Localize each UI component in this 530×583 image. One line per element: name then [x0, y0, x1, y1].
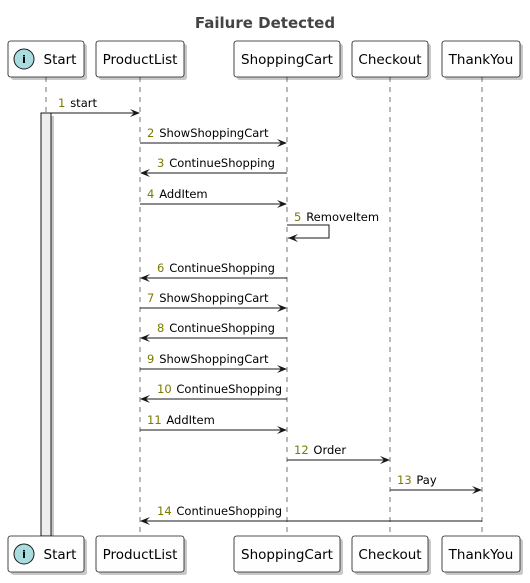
message-number: 5 — [294, 210, 301, 224]
arrowhead-icon — [380, 456, 390, 464]
message-10: 10 ContinueShopping — [140, 382, 287, 403]
message-label: AddItem — [166, 413, 214, 427]
message-13: 13 Pay — [390, 473, 482, 494]
message-label: Pay — [416, 473, 436, 487]
participant-thankyou-bottom: ThankYou — [441, 535, 521, 573]
message-number: 8 — [157, 321, 164, 335]
message-number: 2 — [147, 126, 154, 140]
message-12: 12 Order — [287, 443, 390, 464]
message-number: 11 — [147, 413, 162, 427]
message-label: ContinueShopping — [176, 382, 282, 396]
participant-label: ShoppingCart — [241, 547, 333, 563]
participant-checkout-top: Checkout — [351, 40, 429, 78]
message-1: 1 start — [51, 96, 140, 117]
participant-productlist-top: ProductList — [95, 40, 185, 78]
participant-box — [95, 40, 185, 78]
shadow-layer — [11, 44, 523, 575]
arrowhead-icon — [140, 517, 150, 525]
arrowhead-icon — [277, 304, 287, 312]
message-5: 5 RemoveItem — [287, 210, 379, 242]
activation-bars — [40, 112, 52, 537]
message-label: AddItem — [159, 187, 207, 201]
participant-productlist-bottom: ProductList — [95, 535, 185, 573]
message-8: 8 ContinueShopping — [140, 321, 287, 342]
message-14: 14 ContinueShopping — [140, 504, 482, 525]
message-9: 9 ShowShoppingCart — [140, 352, 287, 373]
message-label: ContinueShopping — [169, 156, 275, 170]
participant-label: Checkout — [358, 52, 421, 68]
message-number: 10 — [157, 382, 172, 396]
message-number: 13 — [397, 473, 412, 487]
participant-shoppingcart-top: ShoppingCart — [233, 40, 341, 78]
arrowhead-icon — [140, 169, 150, 177]
arrowhead-icon — [288, 234, 298, 242]
message-3: 3 ContinueShopping — [140, 156, 287, 177]
arrowhead-icon — [277, 139, 287, 147]
participant-shoppingcart-bottom: ShoppingCart — [233, 535, 341, 573]
message-number: 7 — [147, 291, 154, 305]
message-label: RemoveItem — [306, 210, 379, 224]
message-11: 11 AddItem — [140, 413, 287, 434]
message-label: Order — [313, 443, 346, 457]
message-label: ContinueShopping — [169, 321, 275, 335]
participant-label: ProductList — [103, 52, 178, 68]
message-number: 4 — [147, 187, 154, 201]
participant-checkout-bottom: Checkout — [351, 535, 429, 573]
participant-label: ShoppingCart — [241, 52, 333, 68]
participant-label: ThankYou — [448, 547, 514, 563]
participant-box — [441, 40, 521, 78]
message-label: ShowShoppingCart — [159, 291, 269, 305]
arrowhead-icon — [277, 200, 287, 208]
participant-start-top: i Start — [7, 40, 85, 78]
message-label: start — [70, 96, 97, 110]
participant-label: Checkout — [358, 547, 421, 563]
message-line — [287, 224, 330, 239]
arrowhead-icon — [130, 109, 140, 117]
message-6: 6 ContinueShopping — [140, 261, 287, 282]
participant-label: Start — [44, 52, 77, 68]
arrowhead-icon — [140, 334, 150, 342]
arrowhead-icon — [140, 395, 150, 403]
message-2: 2 ShowShoppingCart — [140, 126, 287, 147]
info-badge-icon — [13, 48, 35, 70]
participant-thankyou-top: ThankYou — [441, 40, 521, 78]
activation-bar-start — [40, 112, 52, 537]
participant-box — [351, 535, 429, 573]
message-number: 3 — [157, 156, 164, 170]
arrowhead-icon — [472, 486, 482, 494]
message-label: ContinueShopping — [169, 261, 275, 275]
participant-label: Start — [44, 547, 77, 563]
message-number: 14 — [157, 504, 172, 518]
arrowhead-icon — [140, 274, 150, 282]
message-label: ShowShoppingCart — [159, 126, 269, 140]
participant-box — [441, 535, 521, 573]
lifelines — [45, 77, 483, 536]
info-badge-icon — [13, 543, 35, 565]
message-number: 12 — [294, 443, 309, 457]
participant-box — [95, 535, 185, 573]
message-label: ContinueShopping — [176, 504, 282, 518]
arrowhead-icon — [277, 426, 287, 434]
badge-letter: i — [22, 548, 26, 561]
message-4: 4 AddItem — [140, 187, 287, 208]
participant-start-bottom: i Start — [7, 535, 85, 573]
message-7: 7 ShowShoppingCart — [140, 291, 287, 312]
participant-box — [351, 40, 429, 78]
message-number: 6 — [157, 261, 164, 275]
badge-letter: i — [22, 53, 26, 66]
arrowhead-icon — [277, 365, 287, 373]
participant-label: ThankYou — [448, 52, 514, 68]
diagram-title: Failure Detected — [195, 14, 335, 32]
participant-box — [233, 40, 341, 78]
message-label: ShowShoppingCart — [159, 352, 269, 366]
message-number: 1 — [58, 96, 65, 110]
message-number: 9 — [147, 352, 154, 366]
participant-box — [233, 535, 341, 573]
participant-label: ProductList — [103, 547, 178, 563]
